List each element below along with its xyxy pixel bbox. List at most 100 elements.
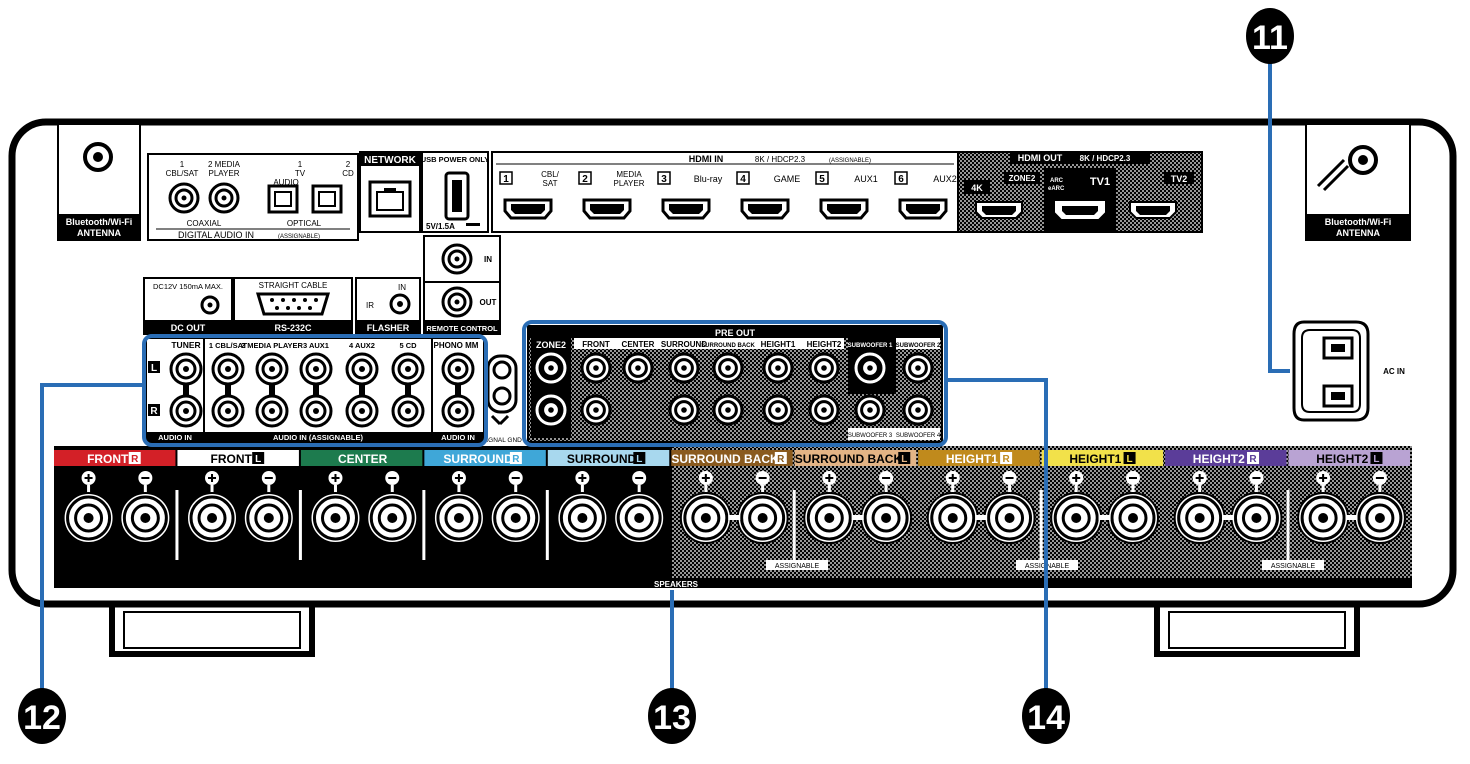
remote-out-jack[interactable] (441, 286, 473, 318)
remote-in-jack[interactable] (441, 243, 473, 275)
pre-out-jack[interactable] (668, 352, 700, 384)
hdmi-out-tv1-port[interactable] (1055, 201, 1105, 219)
signal-gnd-label: SIGNAL GND (482, 437, 522, 444)
hdmi-input-label: CBL/ (541, 170, 560, 179)
speaker-binding-post[interactable] (1353, 492, 1406, 544)
audio-in-jack-right[interactable] (211, 394, 245, 428)
hdmi-in-port[interactable] (503, 198, 553, 220)
remote-control-panel: IN OUT REMOTE CONTROL (423, 235, 501, 335)
speaker-binding-post[interactable] (1297, 492, 1350, 544)
audio-in-jack-left[interactable] (345, 352, 379, 386)
optical-jack[interactable] (311, 184, 343, 214)
optical-jack[interactable] (267, 184, 299, 214)
speaker-binding-post[interactable] (613, 492, 666, 544)
pre-out-title: PRE OUT (715, 328, 756, 338)
callout-14-line (944, 378, 1048, 690)
speaker-channel-name: SURROUND BACK (671, 452, 779, 466)
hdmi-in-port[interactable] (661, 198, 711, 220)
dc-out-jack[interactable] (200, 295, 220, 315)
audio-in-jack-left[interactable] (441, 352, 475, 386)
pre-out-jack[interactable] (622, 352, 654, 384)
audio-in-jack-left[interactable] (391, 352, 425, 386)
speaker-binding-post[interactable] (62, 492, 115, 544)
audio-in-jack-left[interactable] (169, 352, 203, 386)
pre-out-jack[interactable] (762, 394, 794, 426)
rs232c-port[interactable] (255, 292, 331, 316)
callout-number: 12 (23, 699, 61, 737)
hdmi-in-port[interactable] (819, 198, 869, 220)
hdmi-in-port[interactable] (582, 198, 632, 220)
speaker-binding-post[interactable] (983, 492, 1036, 544)
pre-out-zone2-jack[interactable] (535, 352, 567, 384)
terminal-link (728, 515, 741, 520)
audio-in-input-label: 1 CBL/SAT (209, 341, 248, 350)
signal-gnd-terminal[interactable] (492, 360, 512, 406)
audio-in-jack-right[interactable] (441, 394, 475, 428)
antenna-label: ANTENNA (77, 228, 121, 238)
antenna-arrow-icon (1316, 158, 1350, 192)
pre-out-jack[interactable] (854, 352, 886, 384)
speaker-binding-post[interactable] (926, 492, 979, 544)
pre-out-jack[interactable] (712, 394, 744, 426)
coaxial-jack[interactable] (168, 182, 200, 214)
audio-in-jack-right[interactable] (299, 394, 333, 428)
channel-divider (1039, 490, 1043, 560)
speaker-binding-post[interactable] (679, 492, 732, 544)
pre-out-zone2-jack[interactable] (535, 394, 567, 426)
speaker-binding-post[interactable] (860, 492, 913, 544)
hdmi-out-tv2-port[interactable] (1129, 201, 1177, 219)
ethernet-port[interactable] (368, 180, 412, 218)
pre-out-jack[interactable] (808, 394, 840, 426)
speaker-binding-post[interactable] (1230, 492, 1283, 544)
pre-out-jack[interactable] (854, 394, 886, 426)
flasher-ir-label: IR (366, 301, 374, 310)
speaker-binding-post[interactable] (242, 492, 295, 544)
pre-out-channel-label: SURROUND BACK (701, 343, 755, 349)
audio-in-jack-right[interactable] (255, 394, 289, 428)
pre-out-jack[interactable] (902, 352, 934, 384)
speaker-binding-post[interactable] (366, 492, 419, 544)
usb-label: USB POWER ONLY (421, 155, 489, 164)
speaker-binding-post[interactable] (186, 492, 239, 544)
speaker-binding-post[interactable] (1050, 492, 1103, 544)
hdmi-in-title: HDMI IN (689, 154, 724, 164)
audio-in-jack-right[interactable] (345, 394, 379, 428)
pre-out-jack[interactable] (762, 352, 794, 384)
plus-icon (81, 471, 96, 493)
callout-number: 11 (1252, 19, 1288, 57)
hdmi-in-port[interactable] (740, 198, 790, 220)
antenna-label: Bluetooth/Wi-Fi (66, 217, 132, 227)
audio-in-jack-right[interactable] (391, 394, 425, 428)
speaker-binding-post[interactable] (556, 492, 609, 544)
label-text: PLAYER (209, 169, 240, 178)
rs232c-label: RS-232C (274, 323, 312, 333)
audio-in-jack-left[interactable] (211, 352, 245, 386)
flasher-jack[interactable] (389, 293, 411, 315)
speaker-binding-post[interactable] (119, 492, 172, 544)
pre-out-jack[interactable] (580, 394, 612, 426)
speaker-binding-post[interactable] (309, 492, 362, 544)
speaker-binding-post[interactable] (1173, 492, 1226, 544)
speaker-binding-post[interactable] (736, 492, 789, 544)
hdmi-out-zone2-port[interactable] (975, 201, 1023, 219)
pre-out-jack[interactable] (712, 352, 744, 384)
hdmi-in-port[interactable] (898, 198, 948, 220)
speaker-channel-name: HEIGHT1 (946, 452, 998, 466)
pre-out-jack[interactable] (902, 394, 934, 426)
audio-in-jack-left[interactable] (255, 352, 289, 386)
speaker-binding-post[interactable] (432, 492, 485, 544)
usb-port[interactable] (444, 171, 470, 221)
pre-out-jack[interactable] (808, 352, 840, 384)
hdmi-input-number-box (499, 171, 513, 185)
ac-in-socket[interactable] (1292, 320, 1370, 422)
audio-in-jack-left[interactable] (299, 352, 333, 386)
speaker-binding-post[interactable] (803, 492, 856, 544)
speaker-binding-post[interactable] (489, 492, 542, 544)
coaxial-jack[interactable] (208, 182, 240, 214)
pre-out-jack[interactable] (580, 352, 612, 384)
speaker-channel-name: SURROUND (567, 452, 637, 466)
pre-out-jack[interactable] (668, 394, 700, 426)
minus-icon (1249, 471, 1264, 493)
audio-in-jack-right[interactable] (169, 394, 203, 428)
speaker-binding-post[interactable] (1106, 492, 1159, 544)
